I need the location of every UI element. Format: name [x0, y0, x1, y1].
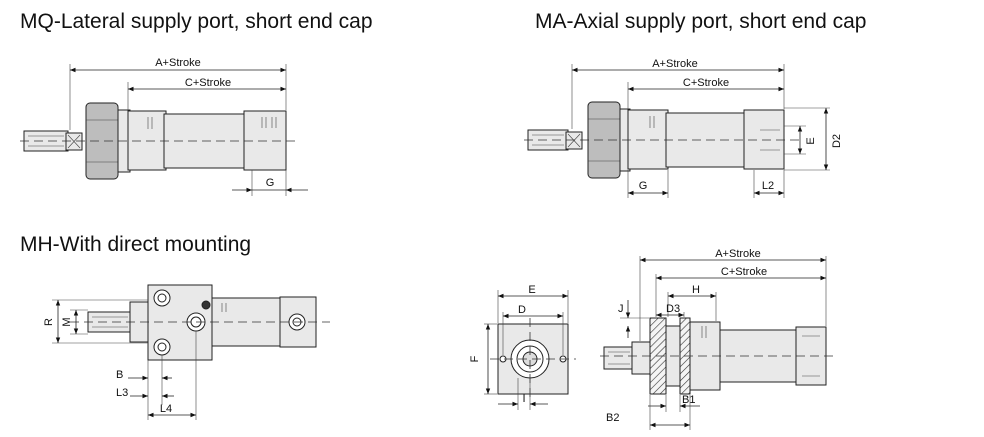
mh-drawing: R M B L3 L4: [43, 284, 330, 420]
flange-dim-a-stroke: A+Stroke: [715, 248, 761, 260]
flange-dim-b1: B1: [682, 394, 695, 406]
flange-dim-d3: D3: [666, 303, 680, 315]
flange-dim-h: H: [692, 284, 700, 296]
ma-dim-a-stroke: A+Stroke: [652, 58, 698, 70]
mq-piston-rod: [23, 130, 69, 152]
ma-front-cap: [627, 109, 669, 170]
flange-dim-b2: B2: [606, 412, 619, 424]
mh-dim-r: R: [43, 318, 55, 326]
mh-dim-b: B: [116, 369, 123, 381]
mq-rear-cap: [243, 110, 287, 171]
mh-dim-l3: L3: [116, 387, 128, 399]
mq-dim-a-stroke: A+Stroke: [155, 57, 201, 69]
title-ma: MA-Axial supply port, short end cap: [535, 10, 867, 33]
ma-dim-g: G: [639, 180, 648, 192]
title-mq: MQ-Lateral supply port, short end cap: [20, 10, 373, 33]
mq-dim-c-stroke: C+Stroke: [185, 77, 231, 89]
mq-drawing: A+Stroke C+Stroke G: [20, 57, 308, 196]
ma-dim-d2: D2: [831, 134, 843, 148]
mh-dim-l4: L4: [160, 403, 172, 415]
flange-dim-f: F: [469, 355, 481, 362]
flange-dim-e: E: [528, 284, 535, 296]
flange-dim-j: J: [618, 303, 624, 315]
ma-dim-c-stroke: C+Stroke: [683, 77, 729, 89]
title-mh: MH-With direct mounting: [20, 233, 252, 256]
flange-dim-i: I: [522, 393, 525, 405]
flange-side-view: A+Stroke C+Stroke H D3 J B1 B2: [600, 248, 836, 430]
ma-drawing: A+Stroke C+Stroke G L2 E D2: [524, 58, 843, 198]
flange-front-view: E D F I: [469, 284, 576, 410]
ma-dim-l2: L2: [762, 180, 774, 192]
mq-dim-g: G: [266, 177, 275, 189]
mh-dim-m: M: [61, 317, 73, 326]
flange-dim-c-stroke: C+Stroke: [721, 266, 767, 278]
ma-rear-cap: [743, 109, 785, 170]
mq-front-cap: [127, 110, 167, 171]
ma-dim-e: E: [805, 137, 817, 144]
flange-dim-d: D: [518, 304, 526, 316]
